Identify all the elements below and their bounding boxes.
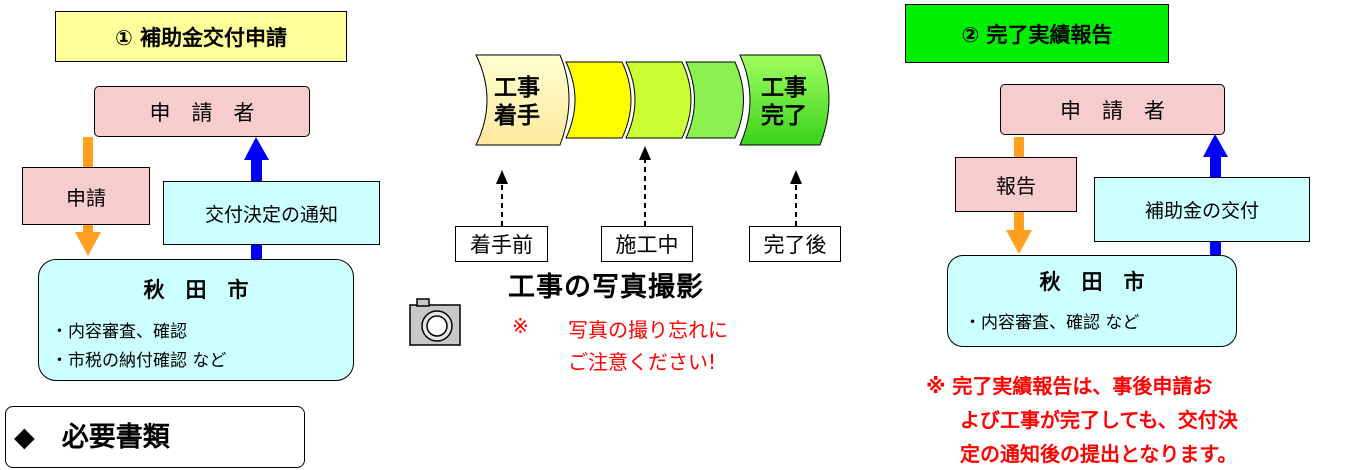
flow-stage-start [475, 54, 570, 146]
completion-note-line-3: 定の通知後の提出となります。 [960, 442, 1238, 466]
right-city-box: 秋 田 市 ・内容審査、確認 など [947, 255, 1237, 347]
left-city-line-1: ・内容審査、確認 [51, 322, 187, 342]
photo-arrows [501, 158, 797, 226]
construction-flow [475, 54, 830, 146]
flow-stage-2 [565, 61, 632, 139]
report-label: 報告 [955, 157, 1077, 212]
photo-note-mark: ※ [512, 314, 529, 338]
flow-stage-end [739, 54, 830, 146]
left-city-box: 秋 田 市 ・内容審査、確認 ・市税の納付確認 など [38, 259, 354, 381]
apply-label: 申請 [22, 167, 150, 225]
notice-label: 交付決定の通知 [163, 181, 380, 245]
stage-start-label: 工事 着手 [494, 75, 540, 129]
right-city-line-1: ・内容審査、確認 など [964, 313, 1140, 333]
flow-stage-3 [625, 61, 692, 139]
completion-note-line-1: ※ 完了実績報告は、事後申請お [926, 374, 1213, 398]
right-applicant-box: 申 請 者 [1000, 84, 1225, 135]
photo-label-during: 施工中 [601, 226, 693, 262]
camera-icon [409, 298, 461, 346]
left-city-name: 秋 田 市 [143, 277, 249, 302]
photo-title: 工事の写真撮影 [508, 272, 704, 303]
photo-note-line-1: 写真の撮り忘れに [568, 318, 728, 342]
stage-end-label: 工事 完了 [761, 75, 807, 129]
completion-note-line-2: よび工事が完了しても、交付決 [960, 408, 1238, 432]
left-city-line-2: ・市税の納付確認 など [51, 351, 227, 371]
photo-label-before: 着手前 [455, 226, 548, 262]
flow-stage-4 [685, 61, 744, 139]
subsidy-grant-label: 補助金の交付 [1094, 177, 1310, 242]
subsidy-application-header: ① 補助金交付申請 [55, 11, 347, 62]
required-documents-heading: ◆ 必要書類 [5, 406, 305, 468]
photo-label-after: 完了後 [749, 226, 841, 262]
right-city-name: 秋 田 市 [1039, 269, 1145, 294]
photo-note-line-2: ご注意ください! [568, 350, 717, 374]
left-applicant-box: 申 請 者 [94, 86, 310, 137]
completion-report-header: ② 完了実績報告 [905, 4, 1169, 63]
